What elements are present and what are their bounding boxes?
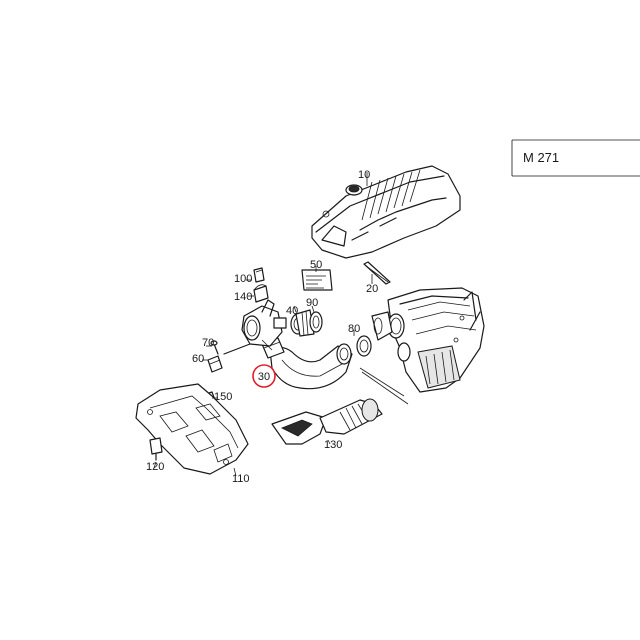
connector-hose — [371, 311, 393, 341]
part-label-110[interactable]: 110 — [232, 473, 250, 485]
bracket-part[interactable] — [207, 355, 223, 373]
part-label-120[interactable]: 120 — [146, 461, 164, 473]
part-label-20[interactable]: 20 — [366, 283, 378, 295]
hose-clip-part[interactable] — [253, 284, 269, 303]
seal-ring-part[interactable] — [356, 335, 372, 357]
bellow-segment — [290, 309, 315, 337]
screw-part[interactable] — [210, 340, 219, 355]
part-label-130[interactable]: 130 — [324, 439, 342, 451]
part-label-50[interactable]: 50 — [310, 259, 322, 271]
part-label-80[interactable]: 80 — [348, 323, 360, 335]
clip-part[interactable] — [149, 437, 163, 461]
part-label-150[interactable]: 150 — [214, 391, 232, 403]
intake-module[interactable] — [387, 287, 485, 393]
label-sticker-part[interactable] — [301, 269, 333, 291]
part-label-90[interactable]: 90 — [306, 297, 318, 309]
lower-panel-part[interactable] — [135, 383, 249, 475]
part-label-100[interactable]: 100 — [234, 273, 252, 285]
sensor-wire — [223, 343, 251, 355]
airflow-sensor-part[interactable] — [241, 299, 287, 351]
model-label: M 271 — [523, 150, 559, 165]
part-label-60[interactable]: 60 — [192, 353, 204, 365]
engine-cover-part[interactable] — [311, 165, 461, 259]
model-box: M 271 — [511, 139, 640, 177]
highlight-circle — [252, 364, 276, 388]
part-label-140[interactable]: 140 — [234, 291, 252, 303]
part-label-70[interactable]: 70 — [202, 337, 214, 349]
intake-pipe-part[interactable] — [261, 337, 353, 390]
part-label-40[interactable]: 40 — [286, 305, 298, 317]
air-intake-duct-part[interactable] — [271, 367, 409, 445]
part-label-30[interactable]: 30 — [258, 371, 270, 383]
clamp-ring-part[interactable] — [309, 311, 323, 333]
highlighted-part-30[interactable]: 30 — [252, 364, 276, 388]
connector-part[interactable] — [253, 267, 265, 283]
trim-strip-part[interactable] — [363, 261, 391, 285]
leader-lines — [153, 172, 373, 477]
part-label-10[interactable]: 10 — [358, 169, 370, 181]
